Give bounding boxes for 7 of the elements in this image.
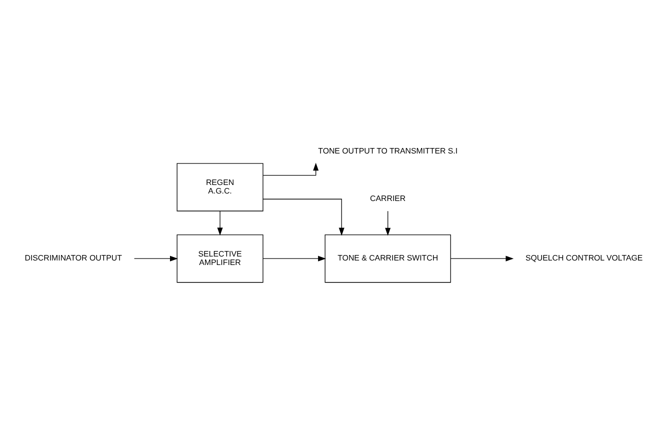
arrow xyxy=(450,256,514,262)
arrow xyxy=(262,162,319,176)
arrow xyxy=(262,198,344,236)
arrow xyxy=(385,210,391,236)
arrow xyxy=(134,256,178,262)
arrow xyxy=(217,210,223,236)
arrow xyxy=(262,256,326,262)
